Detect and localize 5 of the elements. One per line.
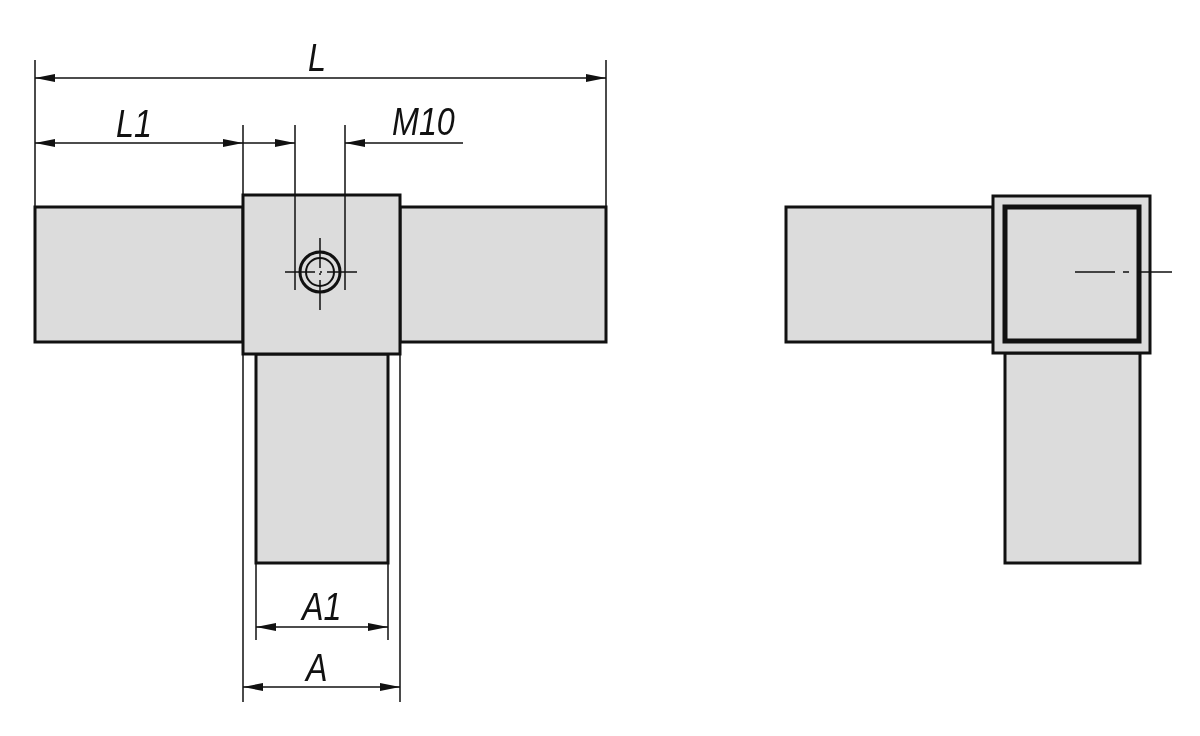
dimension-label: L1 <box>116 104 152 144</box>
dimension-label: M10 <box>392 102 455 142</box>
dimension-label: L <box>308 38 326 78</box>
dimension-label: A <box>306 648 328 688</box>
dimension-label: A1 <box>302 587 342 627</box>
